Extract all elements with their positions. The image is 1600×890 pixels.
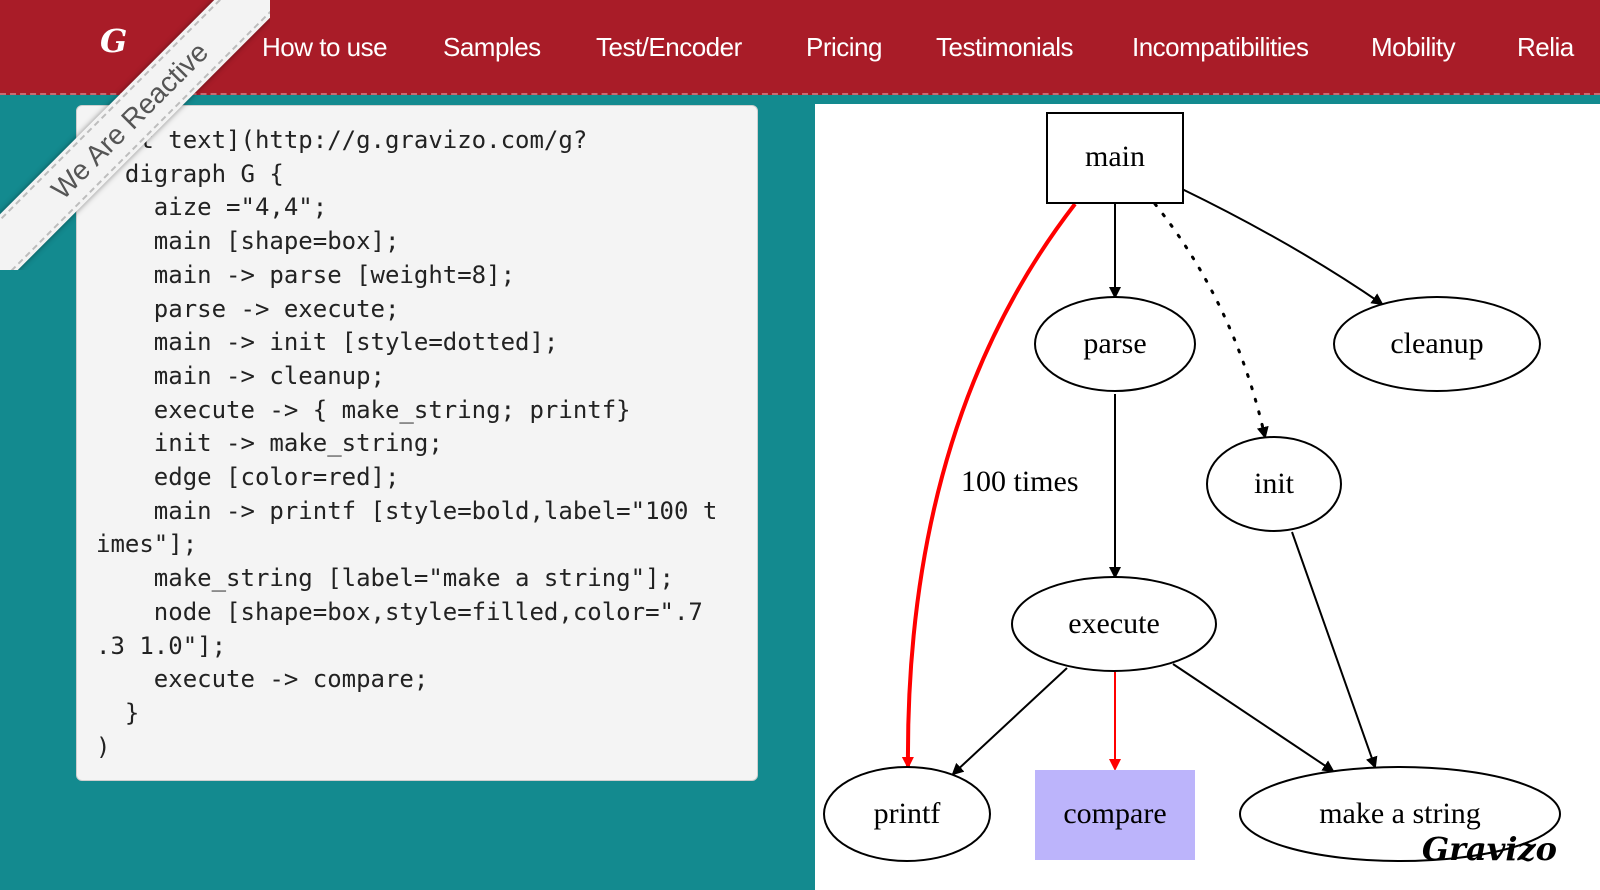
node-main-label: main xyxy=(1085,140,1145,173)
node-init: init xyxy=(1206,436,1342,532)
node-main: main xyxy=(1046,112,1184,204)
edge-init-make-string xyxy=(1291,531,1378,769)
node-make-string-label: make a string xyxy=(1319,797,1481,830)
node-execute: execute xyxy=(1011,576,1217,672)
node-compare-label: compare xyxy=(1063,797,1166,830)
edge-label-100-times: 100 times xyxy=(961,465,1079,498)
code-panel: [Alt text](http://g.gravizo.com/g? digra… xyxy=(76,105,758,781)
node-printf: printf xyxy=(823,766,991,862)
node-compare: compare xyxy=(1035,770,1195,860)
node-parse-label: parse xyxy=(1083,327,1146,360)
nav-link-mobility[interactable]: Mobility xyxy=(1371,32,1456,62)
node-execute-label: execute xyxy=(1068,607,1160,640)
reactive-ribbon-container: We Are Reactive xyxy=(0,0,270,270)
edge-execute-printf xyxy=(951,667,1068,776)
nav-link-test-encoder[interactable]: Test/Encoder xyxy=(596,32,742,62)
graph-svg: main parse cleanup init execute printf c… xyxy=(823,112,1561,868)
graph-panel: main parse cleanup init execute printf c… xyxy=(815,104,1600,890)
node-printf-label: printf xyxy=(874,797,941,830)
edge-main-cleanup xyxy=(1181,188,1384,306)
edge-main-printf xyxy=(901,202,1077,769)
nav-link-testimonials[interactable]: Testimonials xyxy=(936,32,1074,62)
node-cleanup-label: cleanup xyxy=(1390,327,1483,360)
top-navbar: G How to use Samples Test/Encoder Pricin… xyxy=(0,0,1600,95)
brand-logo[interactable]: G xyxy=(100,22,128,60)
nav-link-samples[interactable]: Samples xyxy=(443,32,541,62)
nav-link-incompatibilities[interactable]: Incompatibilities xyxy=(1132,32,1309,62)
node-parse: parse xyxy=(1034,296,1196,392)
code-block: [Alt text](http://g.gravizo.com/g? digra… xyxy=(96,126,718,761)
nav-link-pricing[interactable]: Pricing xyxy=(806,32,882,62)
node-make-string: make a string xyxy=(1239,766,1561,862)
node-init-label: init xyxy=(1254,467,1295,500)
node-cleanup: cleanup xyxy=(1333,296,1541,392)
edge-execute-make-string xyxy=(1172,663,1335,773)
reactive-ribbon[interactable]: We Are Reactive xyxy=(0,0,270,270)
nav-link-reliability[interactable]: Relia xyxy=(1517,32,1574,62)
nav-link-how-to-use[interactable]: How to use xyxy=(262,32,388,62)
gravizo-watermark: Gravizo xyxy=(1422,830,1557,868)
